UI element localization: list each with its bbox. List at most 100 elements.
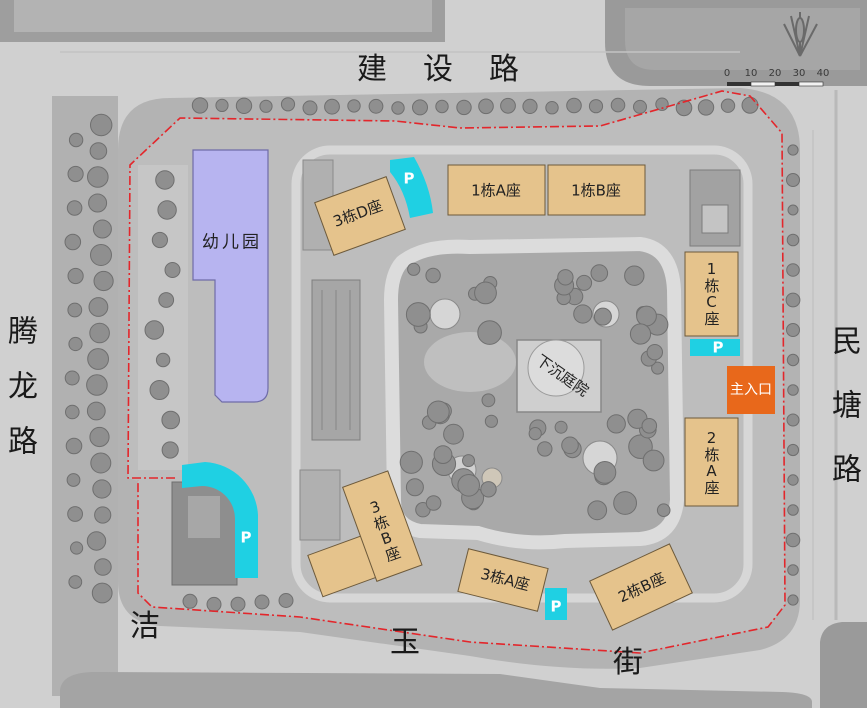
tree-icon (155, 352, 171, 368)
tree-icon (576, 274, 593, 291)
scale-segment (727, 82, 751, 86)
block-northeast-inner (625, 8, 860, 70)
tree-icon (554, 420, 568, 434)
tree-icon (407, 262, 421, 276)
structure-northeast-inner (701, 204, 729, 234)
tree-icon (144, 320, 165, 340)
road-label-south-char: 街 (613, 645, 643, 680)
tree-icon (399, 450, 423, 474)
tree-icon (87, 348, 109, 370)
scale-tick-label: 0 (723, 68, 731, 79)
tree-icon (157, 200, 177, 220)
tree-icon (633, 99, 647, 114)
tree-icon (149, 380, 170, 400)
building-3a (457, 548, 549, 612)
tree-icon (478, 98, 494, 115)
structure-garage-inner (188, 496, 220, 538)
tree-icon (86, 401, 106, 421)
tree-icon (94, 506, 112, 524)
kindergarten-label: 幼儿园 (202, 232, 262, 253)
main-entrance-block (727, 366, 775, 414)
tree-icon (425, 495, 442, 511)
site-boundary-line (127, 90, 786, 654)
tree-icon (191, 97, 209, 114)
tree-icon (426, 400, 450, 424)
tree-icon (67, 165, 84, 183)
tree-icon (182, 593, 198, 609)
parking-areas (182, 157, 740, 620)
tree-icon (573, 304, 593, 324)
parking-west-label: P (240, 528, 252, 547)
tree-icon (64, 370, 80, 386)
tree-icon (786, 173, 800, 187)
tree-icon (593, 461, 617, 484)
tree-icon (655, 97, 669, 111)
tree-icon (235, 97, 253, 115)
parking-3d (390, 157, 433, 218)
tree-icon (613, 491, 637, 515)
tree-icon (786, 263, 800, 277)
building-2b (589, 543, 693, 631)
tree-icon (347, 99, 361, 113)
tree-icon (230, 596, 246, 612)
tree-icon (500, 97, 516, 114)
scale-tick-label: 20 (768, 68, 782, 79)
tree-icon (278, 593, 294, 608)
trees-layer (64, 96, 801, 612)
tree-icon (368, 98, 384, 114)
tree-icon (646, 344, 663, 361)
west-green-strip (52, 96, 118, 696)
tree-icon (656, 503, 671, 518)
tree-icon (588, 99, 604, 114)
tree-icon (412, 99, 428, 116)
tree-icon (89, 142, 108, 160)
tree-icon (405, 478, 424, 497)
tree-icon (215, 98, 229, 113)
tree-icon (587, 500, 608, 521)
tree-icon (593, 307, 612, 326)
tree-icon (302, 100, 318, 116)
tree-icon (787, 594, 799, 606)
tree-icon (86, 374, 108, 396)
parking-1c (690, 339, 740, 356)
scale-segment (775, 82, 799, 86)
garden-lawn (424, 332, 516, 392)
road-label-south-char: 洁 (130, 609, 160, 644)
tree-icon (90, 452, 112, 474)
tree-icon (425, 267, 441, 284)
tree-icon (67, 506, 83, 522)
road-label-west: 腾龙路 (2, 315, 37, 480)
tree-icon (636, 305, 657, 327)
building-3b-main (342, 470, 423, 582)
garden-pavilion (429, 298, 461, 330)
building-1b (547, 164, 646, 216)
sunken-courtyard-plaza (527, 339, 585, 397)
tree-icon (484, 414, 498, 428)
tree-icon (457, 474, 481, 497)
block-southeast (820, 622, 867, 708)
scale-tick-label: 10 (744, 68, 758, 79)
ancillary-structures (171, 159, 741, 586)
tree-icon (720, 98, 736, 113)
tree-icon (68, 132, 84, 148)
tree-icon (528, 427, 542, 441)
tree-icon (462, 454, 475, 468)
tree-icon (91, 582, 113, 604)
kindergarten-building (192, 149, 269, 403)
tree-icon (787, 474, 799, 486)
tree-icon (433, 445, 453, 465)
building-2a-label: 2栋A座 (702, 429, 721, 495)
tree-icon (66, 473, 81, 487)
scale-tick-label: 30 (792, 68, 806, 79)
buildings (192, 149, 739, 631)
tree-icon (787, 204, 799, 216)
structure-southwest (299, 469, 341, 541)
tree-icon (697, 99, 715, 116)
scale-segment (750, 81, 776, 87)
tree-icon (557, 269, 574, 286)
tree-icon (787, 564, 799, 576)
tree-icon (786, 353, 800, 367)
tree-icon (65, 404, 80, 420)
tree-icon (741, 96, 759, 114)
tree-icon (64, 233, 82, 251)
